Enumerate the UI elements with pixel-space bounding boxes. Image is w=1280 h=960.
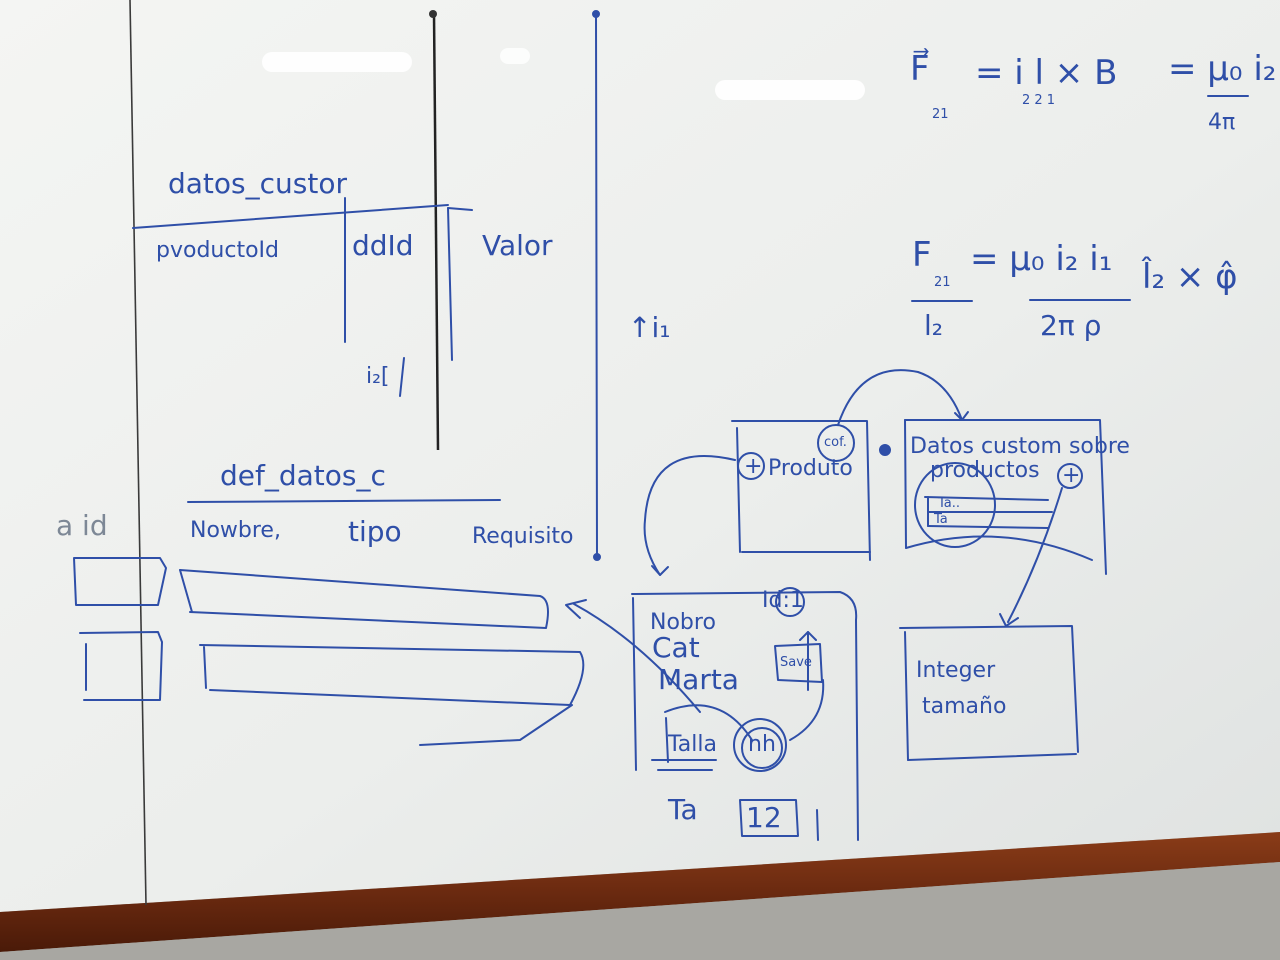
integer-type-label: Integer [916, 658, 996, 683]
column-requisito: Requisito [472, 524, 574, 549]
form-field-cat: Cat [652, 631, 700, 664]
datos-custom-subtitle: productos [930, 458, 1040, 483]
table-title-def-datos: def_datos_c [220, 459, 386, 492]
column-valor: Valor [482, 229, 553, 262]
eq1-middle-term: = i l × B [975, 53, 1118, 93]
producto-label: Produto [768, 456, 853, 481]
column-nombre: Nowbre, [190, 518, 281, 543]
eq1-force-vector: F⃗ [910, 49, 930, 89]
eq1-force-subscript: 21 [932, 107, 949, 122]
form-save-button: Save [780, 655, 812, 670]
column-tipo: tipo [348, 515, 402, 548]
form-field-talla: Talla [668, 732, 717, 757]
column-dd-id: ddId [352, 229, 414, 262]
eq1-rhs-denominator: 4π [1208, 110, 1236, 135]
board-surface [0, 0, 1280, 912]
datos-row-2: Ta [934, 512, 948, 527]
form-bottom-label: Ta [668, 793, 698, 826]
eq2-force: F [912, 235, 932, 275]
datos-row-1: Ta.. [938, 496, 961, 511]
eq2-force-subscript: 21 [934, 275, 951, 290]
vertical-divider-line [432, 13, 440, 451]
form-id-label: Id:1 [762, 588, 804, 613]
eq2-direction-term: l̂₂ × φ̂ [1142, 257, 1238, 297]
table-title-datos-custom: datos_custor [168, 167, 347, 200]
current-i1-label: ↑i₁ [628, 311, 671, 344]
board-rail [0, 832, 1280, 952]
side-label-aid: a id [56, 509, 108, 542]
cof-label: cof. [824, 435, 847, 450]
eq2-length-denominator: l₂ [924, 309, 944, 342]
board-seam-line [129, 0, 147, 906]
datos-plus-button: + [1062, 463, 1081, 488]
integer-size-label: tamaño [922, 694, 1007, 719]
eq2-numerator: = μ₀ i₂ i₁ [970, 239, 1113, 279]
form-field-marca: Marta [658, 663, 739, 696]
form-circled-value: nh [748, 732, 776, 757]
datos-custom-title: Datos custom sobre [910, 434, 1130, 459]
producto-plus-button: + [744, 454, 763, 479]
eq1-middle-subscripts: 2 2 1 [1022, 93, 1056, 108]
current-i2-note: i₂[ [366, 364, 390, 389]
form-field-nombre: Nobro [650, 610, 716, 635]
eq2-denominator: 2π ρ [1040, 309, 1102, 342]
form-bottom-value: 12 [746, 801, 782, 834]
column-producto-id: pvoductoId [156, 238, 279, 263]
eq1-rhs-numerator: = μ₀ i₂ [1168, 49, 1277, 89]
